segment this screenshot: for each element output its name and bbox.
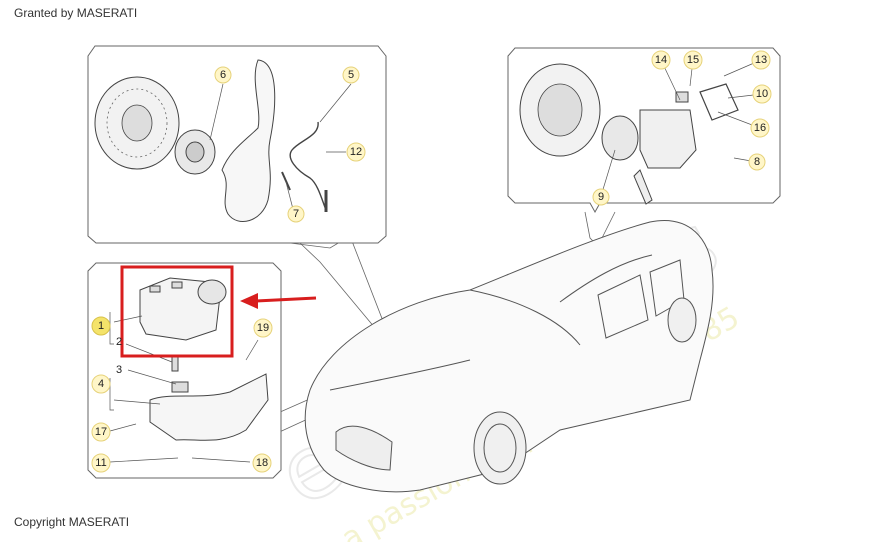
knuckle-illustration [221,59,276,222]
svg-text:15: 15 [687,54,699,66]
abs-control-unit-illustration [139,277,227,341]
callout-15[interactable]: 15 [683,50,703,70]
svg-text:9: 9 [598,191,604,203]
brake-pad-clip-illustration [699,83,739,121]
callout-12[interactable]: 12 [346,142,366,162]
abs-bracket-illustration [149,354,269,441]
svg-text:6: 6 [220,69,226,81]
inset-abs-module [87,262,317,479]
callout-5[interactable]: 5 [342,66,360,84]
granted-by-label: Granted by MASERATI [14,6,138,20]
highlight-frame [120,265,234,358]
sensor-cable-illustration [289,121,327,211]
svg-text:11: 11 [95,457,106,469]
svg-text:12: 12 [350,146,362,158]
copyright-label: Copyright MASERATI [14,515,130,529]
svg-text:19: 19 [257,322,269,334]
wheel-hub-illustration [174,129,216,175]
svg-text:2: 2 [116,336,122,348]
caliper-illustration [639,91,697,169]
svg-text:14: 14 [655,54,667,66]
callout-3[interactable]: 3 [112,363,126,377]
svg-text:1: 1 [98,320,104,332]
svg-text:16: 16 [754,122,766,134]
svg-text:3: 3 [116,364,122,376]
svg-text:13: 13 [755,54,767,66]
svg-text:8: 8 [754,156,760,168]
callout-1[interactable]: 1 [91,316,111,336]
car-illustration [304,220,714,493]
svg-text:10: 10 [756,88,768,100]
callout-4[interactable]: 4 [91,374,111,394]
svg-text:5: 5 [348,69,354,81]
inset-hub-assembly [87,45,387,244]
callout-11[interactable]: 11 [91,453,111,473]
callout-19[interactable]: 19 [253,318,273,338]
callout-14[interactable]: 14 [651,50,671,70]
svg-text:17: 17 [95,426,107,438]
svg-text:7: 7 [293,208,299,220]
rear-brake-disc-illustration [519,63,601,157]
svg-text:4: 4 [98,378,104,390]
callout-10[interactable]: 10 [752,84,772,104]
highlight-arrow [240,293,317,309]
callout-16[interactable]: 16 [750,118,770,138]
callout-13[interactable]: 13 [751,50,771,70]
callout-8[interactable]: 8 [748,153,766,171]
inset-caliper-assembly [507,47,781,214]
svg-text:18: 18 [256,457,268,469]
rear-hub-illustration [601,115,653,205]
callout-2[interactable]: 2 [112,335,126,349]
brake-disc-illustration [94,76,180,170]
callout-9[interactable]: 9 [592,188,610,206]
callout-7[interactable]: 7 [287,205,305,223]
callout-18[interactable]: 18 [252,453,272,473]
callout-17[interactable]: 17 [91,422,111,442]
callout-6[interactable]: 6 [214,66,232,84]
